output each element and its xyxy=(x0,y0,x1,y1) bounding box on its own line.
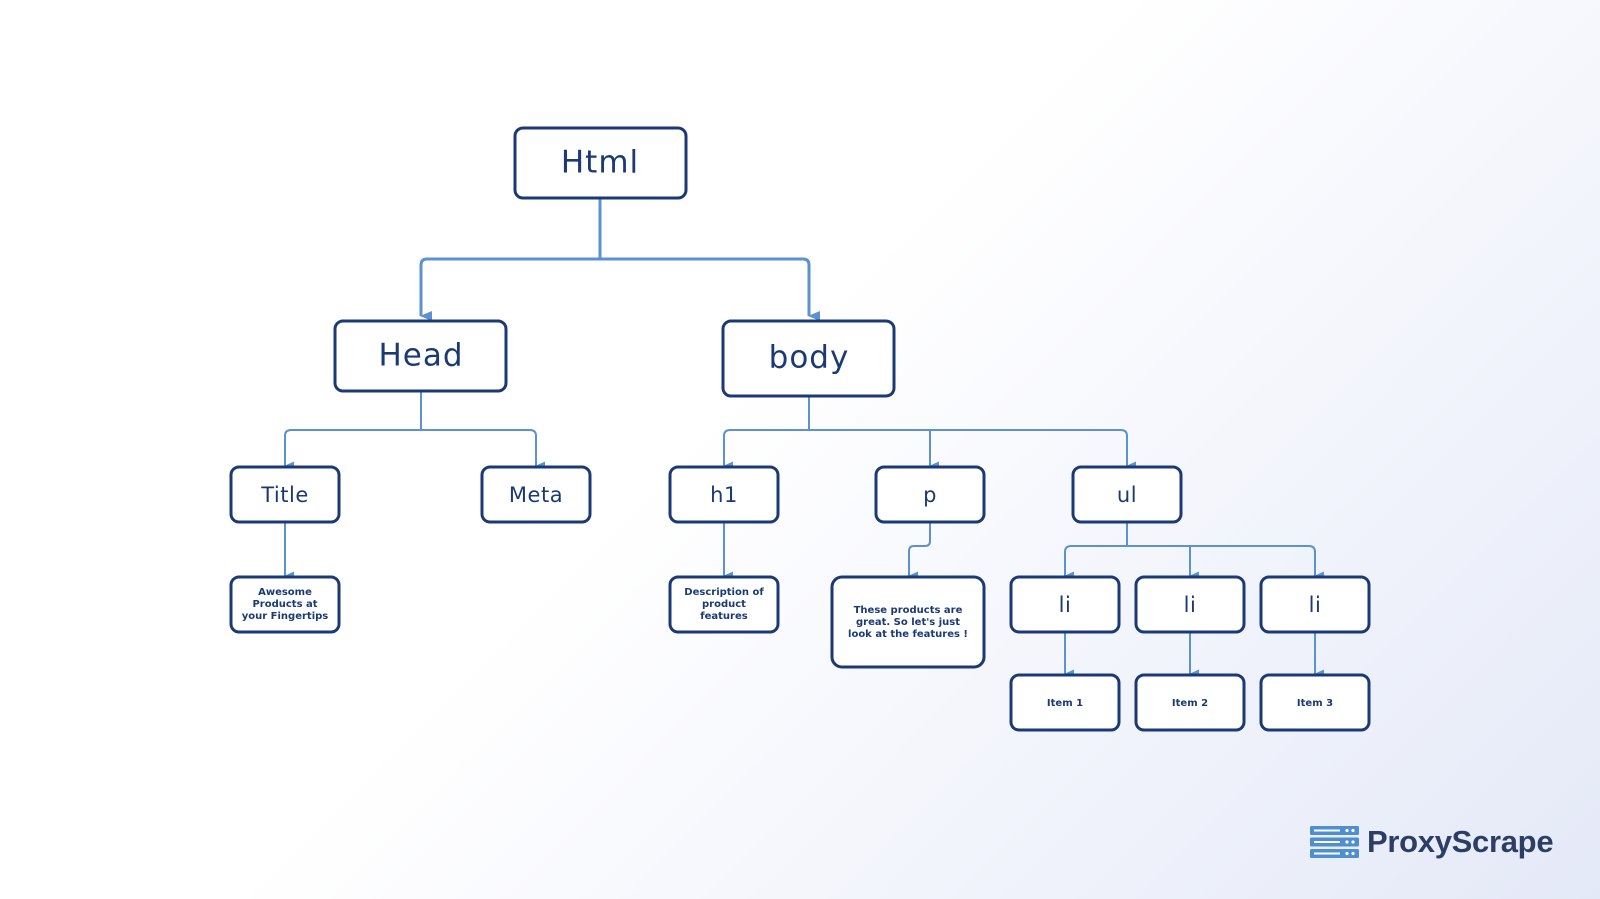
node-body-label: body xyxy=(769,340,850,376)
node-ul-label: ul xyxy=(1117,483,1137,507)
title-text-line-1: Awesome xyxy=(258,587,312,598)
node-head: Head xyxy=(333,319,508,393)
node-head-label: Head xyxy=(378,338,463,374)
node-h1: h1 xyxy=(668,465,780,524)
connector-head-title xyxy=(284,429,421,471)
node-body: body xyxy=(721,319,896,398)
logo-wordmark: ProxyScrape xyxy=(1367,824,1554,859)
node-h1-text: Description of product features xyxy=(668,575,780,634)
node-item-2: Item 2 xyxy=(1134,673,1246,732)
node-p-text: These products are great. So let's just … xyxy=(830,575,986,669)
node-meta: Meta xyxy=(480,465,592,524)
connector-body-h1 xyxy=(723,429,809,471)
h1-text-line-1: Description of xyxy=(684,587,764,598)
node-li-2-label: li xyxy=(1184,593,1197,617)
p-text-line-2: great. So let's just xyxy=(856,617,960,628)
node-li-3-label: li xyxy=(1309,593,1322,617)
node-html: Html xyxy=(513,126,688,200)
node-title: Title xyxy=(229,465,341,524)
h1-text-line-2: product xyxy=(702,599,746,610)
connector-head-meta xyxy=(421,429,545,471)
node-item-3: Item 3 xyxy=(1259,673,1371,732)
node-li-2: li xyxy=(1134,575,1246,634)
node-li-1: li xyxy=(1009,575,1121,634)
proxyscrape-logo: ProxyScrape xyxy=(1310,824,1554,860)
node-item-1-label: Item 1 xyxy=(1047,698,1083,709)
node-ul: ul xyxy=(1071,465,1183,524)
connector-body-ul xyxy=(809,429,1136,471)
connectors xyxy=(284,199,1324,679)
node-item-1: Item 1 xyxy=(1009,673,1121,732)
connector-ul-li2 xyxy=(1127,545,1199,581)
node-p-label: p xyxy=(923,483,937,507)
connector-ul-li1 xyxy=(1064,545,1127,581)
node-title-label: Title xyxy=(260,483,309,507)
node-item-2-label: Item 2 xyxy=(1172,698,1208,709)
node-li-3: li xyxy=(1259,575,1371,634)
h1-text-line-3: features xyxy=(700,611,747,622)
node-li-1-label: li xyxy=(1059,593,1072,617)
node-html-label: Html xyxy=(561,145,639,181)
node-item-3-label: Item 3 xyxy=(1297,698,1333,709)
server-stack-icon xyxy=(1310,826,1359,858)
node-h1-label: h1 xyxy=(710,483,738,507)
node-title-text: Awesome Products at your Fingertips xyxy=(229,575,341,634)
connector-body-p xyxy=(809,429,939,471)
connector-html-body xyxy=(600,257,820,321)
title-text-line-3: your Fingertips xyxy=(242,611,329,622)
p-text-line-3: look at the features ! xyxy=(848,629,968,640)
connector-ul-li3 xyxy=(1127,545,1324,581)
node-meta-label: Meta xyxy=(509,483,563,507)
title-text-line-2: Products at xyxy=(252,599,317,610)
p-text-line-1: These products are xyxy=(854,605,963,616)
node-p: p xyxy=(874,465,986,524)
connector-p-text xyxy=(908,523,931,581)
connector-html-head xyxy=(419,257,600,321)
